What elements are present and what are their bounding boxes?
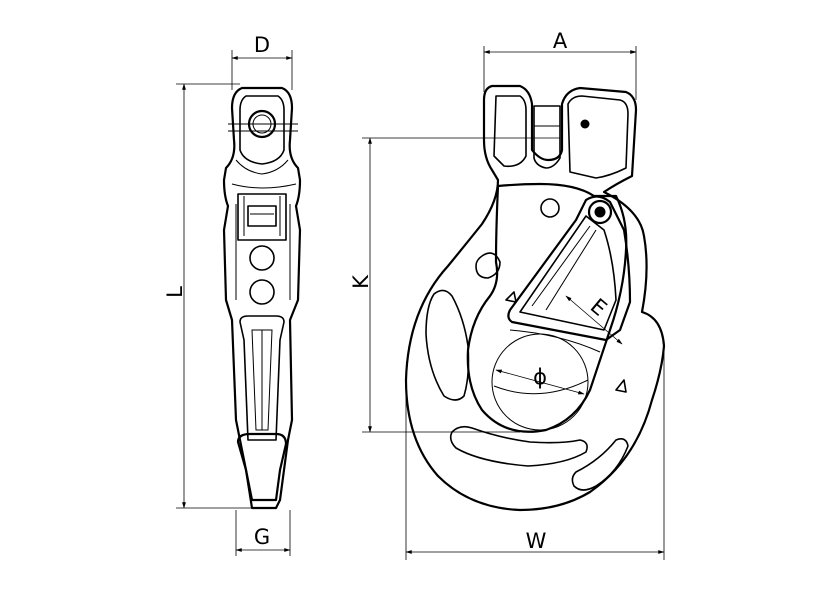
dim-label-L: L	[163, 286, 187, 298]
dim-label-D: D	[254, 33, 270, 57]
dim-label-G: G	[254, 525, 270, 549]
front-view	[404, 84, 666, 512]
dim-label-phi: ϕ	[533, 365, 547, 389]
dimension-A: A	[483, 29, 637, 100]
side-view	[222, 86, 302, 510]
dimension-G: G	[235, 510, 291, 556]
dim-label-W: W	[526, 529, 547, 553]
dimension-W: W	[405, 346, 665, 560]
dimension-phi: ϕ	[491, 333, 589, 431]
dim-label-A: A	[553, 29, 568, 53]
dimension-K: K	[349, 137, 560, 433]
dimension-D: D	[231, 33, 293, 90]
dimension-L: L	[163, 83, 256, 509]
dim-label-K: K	[349, 274, 373, 289]
